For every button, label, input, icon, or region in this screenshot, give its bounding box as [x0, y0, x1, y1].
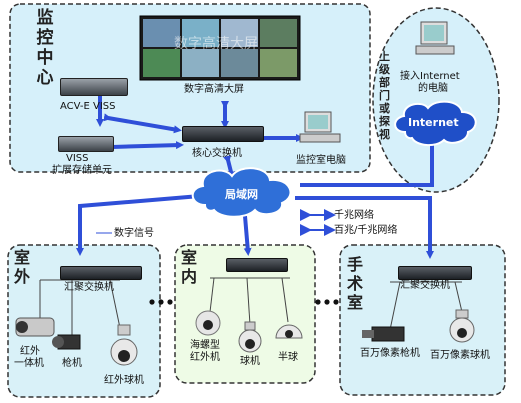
- indoor-panel: [174, 244, 316, 384]
- conch-ir-label-2: 红外机: [190, 352, 220, 363]
- indoor-title: 室内: [180, 248, 197, 286]
- surgery-panel: [339, 244, 506, 396]
- half-dome-label: 半球: [278, 352, 298, 363]
- conch-ir-camera: [195, 310, 221, 336]
- acv-viss-label: ACV-E VISS: [60, 101, 116, 112]
- branch-links: [76, 136, 436, 259]
- indoor-agg-switch: [226, 258, 288, 272]
- ir-integrated-camera: [15, 317, 55, 337]
- outdoor-agg-switch-label: 汇聚交换机: [64, 282, 114, 293]
- viss-storage-unit: [58, 136, 114, 152]
- lan-cloud: [191, 167, 292, 218]
- surgery-title: 手术室: [346, 255, 363, 312]
- ir-integrated-label-2: 一体机: [14, 358, 44, 369]
- conch-ir-label-1: 海螺型: [190, 340, 220, 351]
- video-wall: [139, 15, 301, 81]
- monitor-pc: [299, 111, 341, 143]
- ir-dome-camera: [110, 324, 138, 366]
- legend-digital-signal: 数字信号: [114, 228, 154, 239]
- superior-title: 上级部门或探视: [379, 50, 390, 141]
- internet-pc-label-2: 的电脑: [418, 83, 448, 94]
- dome-camera-label: 球机: [240, 356, 260, 367]
- surgery-agg-switch: [398, 266, 472, 280]
- mp-dome-camera: [449, 309, 475, 343]
- lan-label: 局域网: [225, 188, 258, 201]
- bullet-camera: [52, 334, 81, 350]
- outdoor-agg-switch: [60, 266, 142, 280]
- monitor-center-title: 监控中心: [36, 8, 54, 88]
- mp-bullet-camera: [362, 326, 405, 342]
- internet-label: Internet: [408, 116, 459, 129]
- core-switch-label: 核心交换机: [192, 148, 242, 159]
- monitor-pc-label: 监控室电脑: [296, 155, 346, 166]
- center-links: [96, 89, 304, 180]
- internet-pc-label-1: 接入Internet: [400, 71, 460, 82]
- legend-mixed: 百兆/千兆网络: [334, 225, 398, 236]
- legend-gigabit: 千兆网络: [334, 210, 374, 221]
- viss-storage-label-1: VISS: [66, 153, 89, 164]
- mp-bullet-label: 百万像素枪机: [360, 348, 420, 359]
- surgery-agg-switch-label: 汇聚交换机: [400, 280, 450, 291]
- outdoor-title: 室外: [13, 248, 30, 286]
- video-wall-label: 数字高清大屏: [184, 84, 244, 95]
- acv-viss-server: [60, 78, 128, 96]
- internet-cloud: [394, 100, 477, 146]
- legend-lines: [96, 209, 336, 236]
- dome-camera: [238, 321, 262, 353]
- ir-integrated-label-1: 红外: [20, 346, 40, 357]
- superior-panel: [372, 7, 500, 193]
- mp-dome-label: 百万像素球机: [430, 350, 490, 361]
- ir-dome-label: 红外球机: [104, 375, 144, 386]
- viss-storage-label-2: 扩展存储单元: [52, 165, 112, 176]
- half-dome-camera: [275, 324, 303, 339]
- core-switch: [182, 126, 264, 142]
- video-wall-watermark: 数字高清大屏: [174, 36, 258, 52]
- branch-ellipsis: [149, 299, 339, 305]
- internet-pc: [415, 21, 455, 55]
- bullet-camera-label: 枪机: [62, 358, 82, 369]
- device-links: [39, 277, 463, 335]
